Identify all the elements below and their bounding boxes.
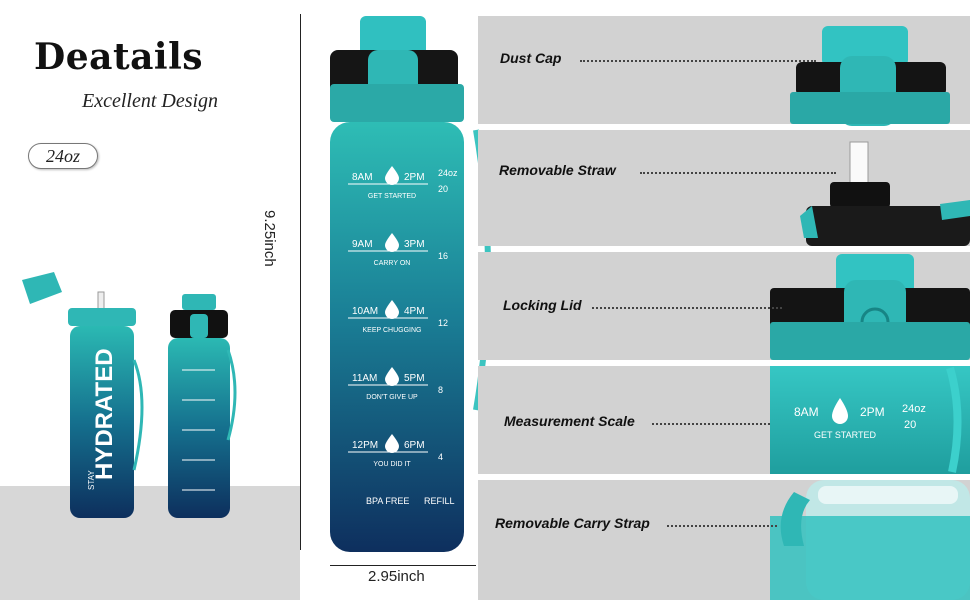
feature-label-scale: Measurement Scale [504, 413, 635, 429]
feature-label-strap: Removable Carry Strap [495, 515, 650, 531]
scale-mark: 20 [438, 184, 448, 194]
closeup-caption: GET STARTED [814, 430, 877, 440]
drop-icon [385, 166, 399, 185]
dust-cap-closeup [790, 26, 950, 126]
closed-bottle [168, 294, 237, 518]
floor-strip [0, 486, 300, 600]
scale-caption: DON'T GIVE UP [366, 394, 418, 401]
scale-time-right: 6PM [404, 440, 425, 451]
closeup-mark: 20 [904, 419, 916, 431]
feature-label-dust-cap: Dust Cap [500, 50, 562, 66]
leader-dust-cap [580, 60, 816, 62]
small-bottles-illustration: HYDRATED STAY [22, 272, 237, 518]
scale-time-left: 9AM [352, 239, 373, 250]
leader-straw [640, 172, 836, 174]
page-title: Deatails [34, 36, 204, 78]
open-lid-bottle: HYDRATED STAY [22, 272, 144, 518]
bottle-top-mark: 24oz [438, 168, 458, 178]
straw-closeup [800, 141, 970, 246]
leader-strap [667, 525, 777, 527]
scale-time-left: 10AM [352, 306, 378, 317]
closeup-time-left: 8AM [794, 405, 819, 419]
capacity-badge: 24oz [28, 143, 98, 169]
small-bottle-brand: HYDRATED [91, 348, 118, 480]
drop-icon [385, 233, 399, 252]
scale-mark: 4 [438, 452, 443, 462]
scale-time-left: 8AM [352, 172, 373, 183]
height-dimension-line [300, 14, 301, 550]
scale-time-right: 5PM [404, 373, 425, 384]
leader-scale [652, 423, 770, 425]
scale-time-right: 2PM [404, 172, 425, 183]
scale-time-left: 11AM [352, 373, 377, 384]
scale-mark: 8 [438, 385, 443, 395]
bottle-body [330, 122, 464, 552]
scale-caption: YOU DID IT [373, 461, 411, 468]
scale-caption: GET STARTED [368, 193, 416, 200]
scale-mark: 12 [438, 318, 448, 328]
scale-mark: 16 [438, 251, 448, 261]
height-dimension-label: 9.25inch [261, 210, 278, 267]
measurement-scale-closeup [770, 366, 970, 474]
feature-label-straw: Removable Straw [499, 162, 616, 178]
scale-time-right: 4PM [404, 306, 425, 317]
closeup-time-right: 2PM [860, 405, 885, 419]
scale-caption: KEEP CHUGGING [363, 327, 422, 334]
drop-icon [385, 434, 399, 453]
bottle-scale: 8AM 2PM GET STARTED 20 9AM 3PM CARRY ON 16 10AM 4… [348, 166, 448, 468]
bottle-cap-top [360, 16, 426, 56]
leader-lid [592, 307, 782, 309]
scale-caption: CARRY ON [374, 260, 411, 267]
small-bottle-stay: STAY [87, 470, 96, 490]
main-bottle: 24oz 8AM 2PM GET STARTED 20 9AM 3PM CARRY ON 16… [330, 16, 491, 552]
locking-lid-closeup [770, 254, 970, 360]
carry-strap-closeup [770, 480, 970, 600]
closeup-photos [770, 26, 970, 600]
closeup-top-mark: 24oz [902, 403, 926, 415]
bottle-footer-right: REFILL [424, 496, 455, 506]
bottle-footer-left: BPA FREE [366, 496, 409, 506]
drop-icon [385, 300, 399, 319]
width-dimension-line [330, 565, 476, 566]
feature-label-lid: Locking Lid [503, 297, 582, 313]
page-subtitle: Excellent Design [82, 90, 219, 112]
scale-closeup-text: 8AM 2PM GET STARTED 24oz 20 [794, 398, 926, 440]
scale-time-left: 12PM [352, 440, 378, 451]
scale-time-right: 3PM [404, 239, 425, 250]
width-dimension-label: 2.95inch [368, 568, 425, 585]
drop-icon [385, 367, 399, 386]
